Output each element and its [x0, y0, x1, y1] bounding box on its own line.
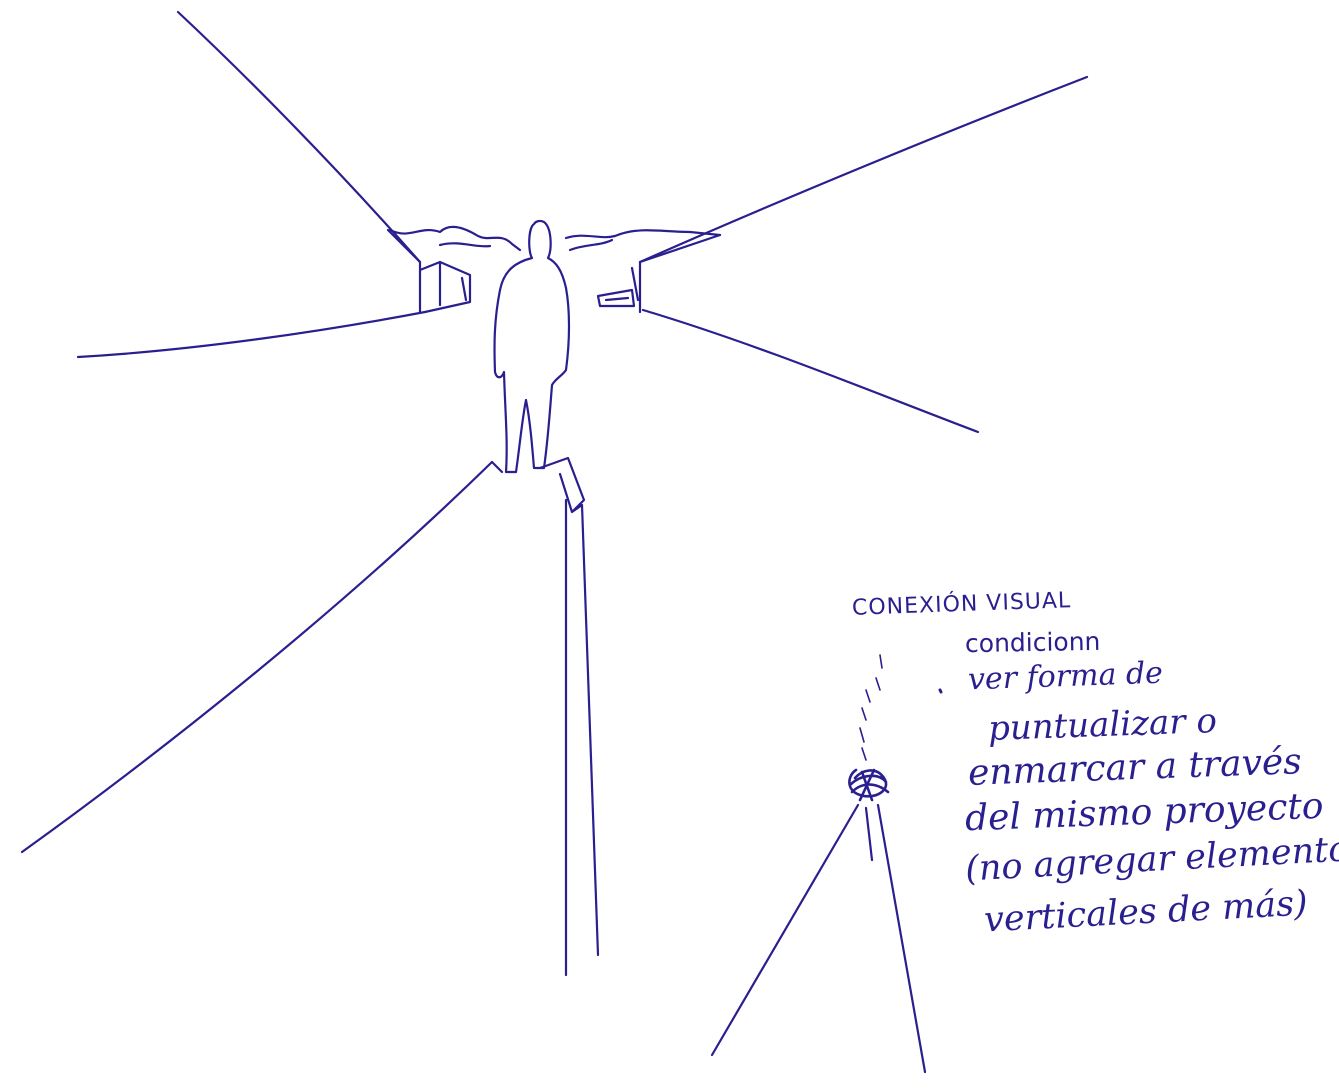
ground-left-ray [22, 462, 492, 852]
upper-left-ray [178, 12, 420, 262]
pole [492, 458, 598, 975]
human-figure [495, 221, 569, 472]
right-building [598, 235, 720, 312]
ink-strokes [22, 12, 1087, 1072]
sight-dashes [860, 655, 882, 760]
dot-mark [940, 690, 941, 692]
left-building [388, 230, 470, 312]
lower-left-ray [78, 312, 425, 357]
viewpoint-marker [849, 770, 888, 800]
mountain-range [390, 227, 720, 250]
lower-right-ray [643, 310, 978, 432]
tripod [712, 805, 925, 1072]
